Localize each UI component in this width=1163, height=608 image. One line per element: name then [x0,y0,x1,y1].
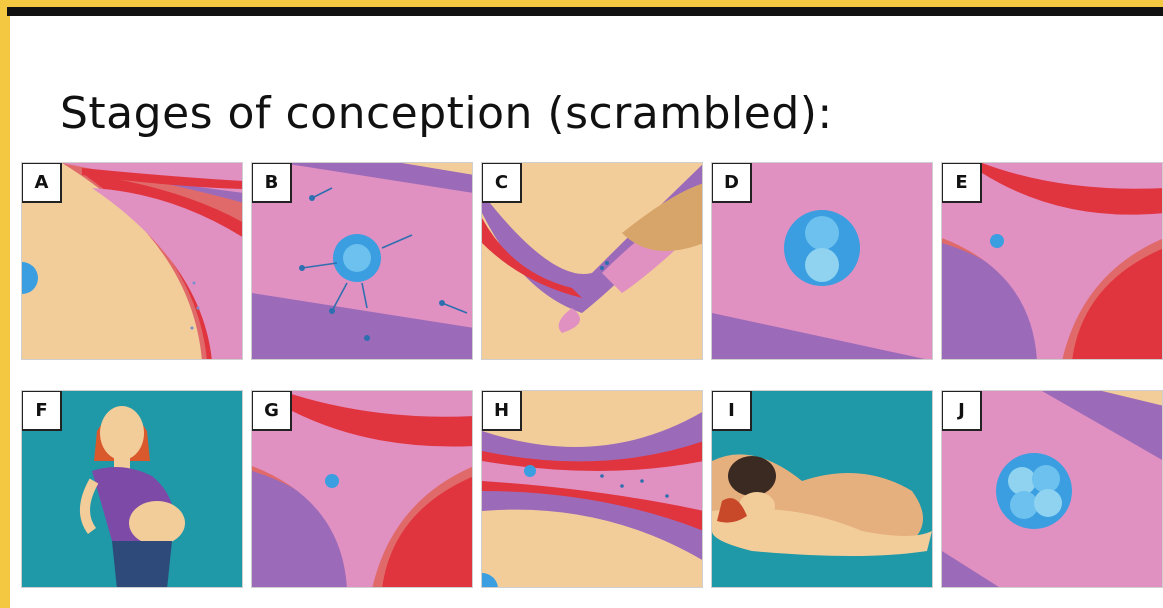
panel-g[interactable]: G [251,390,473,588]
panel-j[interactable]: J [941,390,1163,588]
panel-label: G [252,391,292,431]
panel-i[interactable]: I [711,390,933,588]
panel-label: A [22,163,62,203]
top-border-bar [7,7,1163,16]
panel-f[interactable]: F [21,390,243,588]
page-title: Stages of conception (scrambled): [60,88,833,139]
panel-label: E [942,163,982,203]
panel-e[interactable]: E [941,162,1163,360]
panel-a[interactable]: A [21,162,243,360]
panel-h[interactable]: H [481,390,703,588]
panel-b[interactable]: B [251,162,473,360]
panel-c[interactable]: C [481,162,703,360]
panel-label: F [22,391,62,431]
panel-label: D [712,163,752,203]
panel-label: I [712,391,752,431]
panel-label: B [252,163,292,203]
panel-label: H [482,391,522,431]
panel-label: J [942,391,982,431]
panel-d[interactable]: D [711,162,933,360]
panel-label: C [482,163,522,203]
